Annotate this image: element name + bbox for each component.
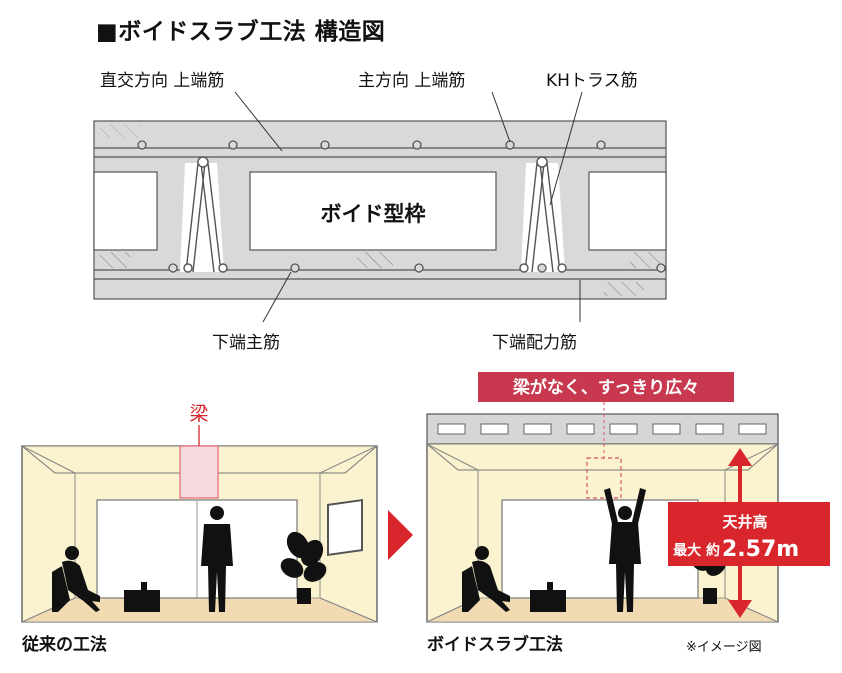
- arrow-right-icon: [388, 510, 413, 560]
- plant-icon: [280, 531, 327, 604]
- beam: [179, 445, 219, 499]
- arrow-up-icon: [728, 448, 752, 466]
- label-cross-top-rebar: 直交方向 上端筋: [100, 71, 225, 91]
- arrow-down-icon: [728, 600, 752, 618]
- ceiling-height-prefix: 最大 約: [673, 542, 720, 559]
- no-beam-banner-text: 梁がなく、すっきり広々: [512, 377, 699, 398]
- page-title: ■ボイドスラブ工法 構造図: [96, 19, 386, 45]
- table: [124, 590, 160, 612]
- image-note: ※イメージ図: [686, 640, 762, 655]
- ceiling-height-value: 2.57m: [722, 537, 799, 562]
- kh-truss-left: [180, 156, 228, 273]
- caption-void-slab: ボイドスラブ工法: [427, 635, 563, 655]
- caption-conventional: 従来の工法: [22, 635, 107, 655]
- person-sitting-silhouette: [52, 546, 100, 612]
- ceiling-height-label: 天井高: [722, 513, 767, 531]
- label-void-form: ボイド型枠: [321, 202, 426, 226]
- ceiling-height-badge: [668, 502, 830, 566]
- label-kh-truss: KHトラス筋: [546, 71, 638, 91]
- bottom-rebar-dots: [168, 263, 666, 273]
- label-main-top-rebar: 主方向 上端筋: [358, 71, 466, 91]
- person-arms-raised-silhouette: [604, 488, 646, 612]
- top-rebar-dots: [137, 140, 606, 150]
- room-conventional: [20, 445, 379, 623]
- label-beam: 梁: [189, 403, 208, 425]
- label-bottom-main-rebar: 下端主筋: [212, 333, 280, 353]
- void-form-left: [93, 171, 158, 251]
- leader-lines: [234, 91, 583, 323]
- label-bottom-distribution-rebar: 下端配力筋: [492, 333, 577, 353]
- void-slab: [426, 413, 779, 445]
- person-standing-silhouette: [201, 506, 233, 612]
- void-form-right: [588, 171, 667, 251]
- room-void-slab: [425, 402, 780, 623]
- no-beam-banner: [478, 372, 734, 402]
- void-form-center: [249, 171, 497, 251]
